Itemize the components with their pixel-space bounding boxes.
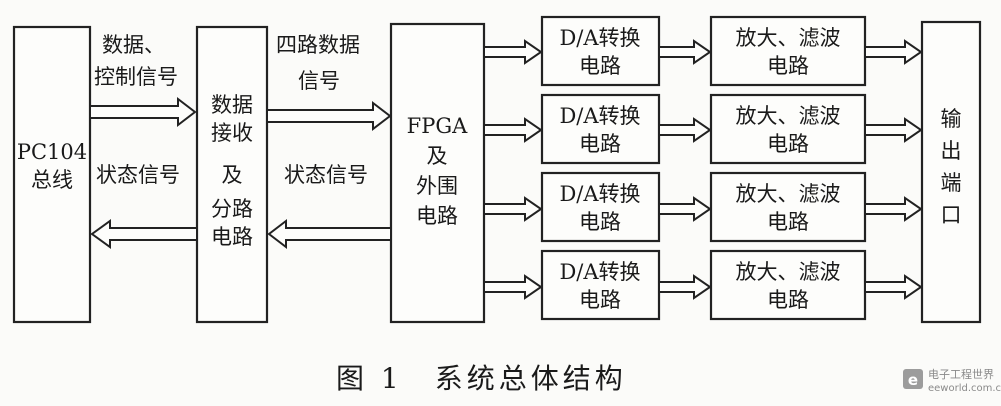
amp-to-output-arrow-4 [864,274,923,300]
watermark-brand: 电子工程世界 [928,368,994,381]
fpga-label-line1: FPGA [407,114,468,138]
fpga-label-line4: 电路 [416,204,458,228]
data-control-label-line1: 数据、 [102,33,165,57]
receiver-label-line1: 数据 [211,93,253,117]
receiver-label-line2: 接收 [211,121,253,145]
amp-filter-block-2 [709,93,867,165]
status-label-left: 状态信号 [96,163,180,187]
amp-label-1-line1: 放大、滤波 [736,26,841,50]
output-label-line2: 出 [941,139,962,163]
output-label-line4: 口 [941,203,962,227]
amp-label-2-line2: 电路 [767,132,809,156]
watermark-url: eeworld.com.cn [928,383,1001,394]
da-label-1-line1: D/A转换 [559,26,640,50]
amp-filter-block-1 [709,15,867,87]
fpga-label-line2: 及 [427,144,448,168]
da-label-2-line1: D/A转换 [559,104,640,128]
four-channel-label-line1: 四路数据 [276,33,360,57]
amp-label-3-line2: 电路 [767,210,809,234]
fpga-to-da-arrow-4 [483,274,543,300]
figure-caption: 图 1 系统总体结构 [336,362,627,395]
da-block-2 [540,93,661,165]
e-logo-icon: e [903,369,923,389]
fpga-label-line3: 外围 [416,174,458,198]
fpga-block [389,22,486,324]
eeworld-watermark: e 电子工程世界 eeworld.com.cn [903,368,1001,394]
da-to-amp-arrow-4 [658,274,712,300]
da-block-3 [540,171,661,243]
fpga-to-da-arrow-3 [483,196,543,222]
four-channel-label-line2: 信号 [298,69,340,93]
da-label-4-line1: D/A转换 [559,260,640,284]
amp-label-1-line2: 电路 [767,54,809,78]
da-label-4-line2: 电路 [579,288,621,312]
amp-label-4-line2: 电路 [767,288,809,312]
status-arrow-right [267,218,392,250]
svg-text:e: e [908,371,918,389]
amp-to-output-arrow-1 [864,39,923,65]
output-label-line1: 输 [941,107,962,131]
four-channel-data-arrow [266,100,392,132]
da-label-3-line2: 电路 [579,210,621,234]
pc104-bus-block [12,25,92,324]
da-to-amp-arrow-1 [658,39,712,65]
status-label-right: 状态信号 [284,163,368,187]
output-label-line3: 端 [941,171,962,195]
amp-to-output-arrow-2 [864,117,923,143]
amp-filter-block-3 [709,171,867,243]
output-port-block [920,20,982,324]
data-control-arrow [89,96,197,128]
amp-label-3-line1: 放大、滤波 [736,182,841,206]
da-label-1-line2: 电路 [579,54,621,78]
receiver-label-line3: 及 [222,163,243,187]
amp-to-output-arrow-3 [864,196,923,222]
da-block-4 [540,249,661,321]
da-label-2-line2: 电路 [579,132,621,156]
da-to-amp-arrow-2 [658,117,712,143]
da-label-3-line1: D/A转换 [559,182,640,206]
pc104-label-line1: PC104 [17,140,87,164]
receiver-label-line5: 电路 [211,225,253,249]
data-control-label-line2: 控制信号 [94,65,178,89]
pc104-label-line2: 总线 [31,168,73,192]
data-receive-split-block [195,25,269,324]
da-to-amp-arrow-3 [658,196,712,222]
amp-label-4-line1: 放大、滤波 [736,260,841,284]
status-arrow-left [90,219,198,249]
receiver-label-line4: 分路 [211,197,253,221]
amp-label-2-line1: 放大、滤波 [736,104,841,128]
fpga-to-da-arrow-1 [483,39,543,65]
fpga-to-da-arrow-2 [483,117,543,143]
